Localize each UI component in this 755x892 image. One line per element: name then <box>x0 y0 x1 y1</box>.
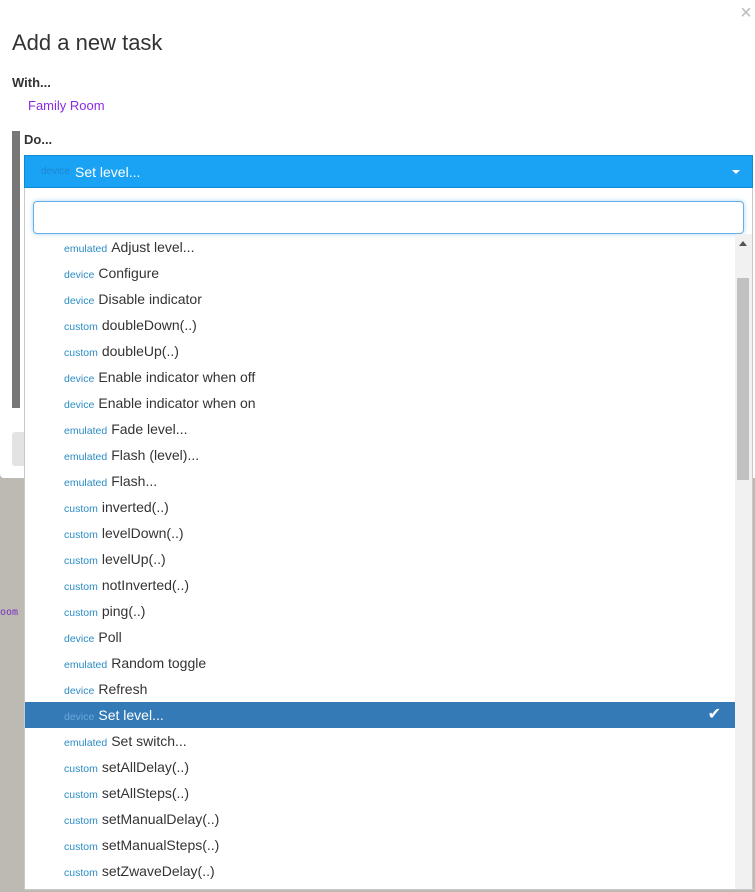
option-label: levelDown(..) <box>101 525 184 541</box>
footer-button[interactable] <box>12 432 26 466</box>
option-category: emulated <box>64 425 108 437</box>
option-label: Configure <box>98 265 160 281</box>
option-label: Poll <box>98 629 122 645</box>
option-category: device <box>64 685 95 697</box>
option-label: ping(..) <box>101 603 146 619</box>
action-select[interactable]: device Set level... <box>24 155 753 188</box>
option-label: notInverted(..) <box>101 577 189 593</box>
option-category: custom <box>64 763 98 775</box>
option-label: Enable indicator when off <box>98 369 256 385</box>
option-category: custom <box>64 503 98 515</box>
background-code-snippet: oom F <box>0 607 31 618</box>
with-label: With... <box>12 75 51 90</box>
option-category: custom <box>64 789 98 801</box>
option-category: custom <box>64 607 98 619</box>
modal-title: Add a new task <box>12 30 163 55</box>
option-category: custom <box>64 347 98 359</box>
option-category: custom <box>64 867 98 879</box>
select-category: device <box>41 166 70 177</box>
option-label: Adjust level... <box>111 239 195 255</box>
option-label: setAllDelay(..) <box>101 759 189 775</box>
option-category: emulated <box>64 243 108 255</box>
option-category: emulated <box>64 477 108 489</box>
option-category: device <box>64 633 95 645</box>
option-category: custom <box>64 581 98 593</box>
option-category: custom <box>64 555 98 567</box>
option-label: Set level... <box>98 707 164 723</box>
option-category: custom <box>64 529 98 541</box>
option-label: levelUp(..) <box>101 551 166 567</box>
scroll-thumb[interactable] <box>737 278 749 480</box>
scrollbar[interactable] <box>735 234 752 889</box>
search-input[interactable] <box>33 201 744 234</box>
option-category: device <box>64 295 95 307</box>
option-label: Flash... <box>111 473 158 489</box>
option-category: custom <box>64 321 98 333</box>
option-label: setManualSteps(..) <box>101 837 220 853</box>
option-label: doubleDown(..) <box>101 317 197 333</box>
do-label: Do... <box>24 132 53 147</box>
option-label: doubleUp(..) <box>101 343 179 359</box>
option-label: Fade level... <box>111 421 188 437</box>
option-label: Set switch... <box>111 733 187 749</box>
option-category: device <box>64 711 95 723</box>
option-label: Refresh <box>98 681 148 697</box>
option-category: custom <box>64 841 98 853</box>
scroll-up-arrow-icon[interactable] <box>739 241 747 246</box>
option-category: emulated <box>64 659 108 671</box>
checkmark-icon: ✔ <box>707 706 721 723</box>
task-group-bar <box>12 131 20 408</box>
close-icon[interactable]: × <box>740 2 752 24</box>
caret-down-icon <box>732 170 740 174</box>
option-label: setAllSteps(..) <box>101 785 189 801</box>
option-label: Enable indicator when on <box>98 395 256 411</box>
option-category: emulated <box>64 737 108 749</box>
select-value: Set level... <box>75 164 141 180</box>
option-category: custom <box>64 815 98 827</box>
option-label: Disable indicator <box>98 291 202 307</box>
option-category: device <box>64 399 95 411</box>
option-label: inverted(..) <box>101 499 169 515</box>
option-label: Flash (level)... <box>111 447 200 463</box>
option-category: device <box>64 269 95 281</box>
option-label: setZwaveDelay(..) <box>101 863 215 879</box>
option-label: Random toggle <box>111 655 207 671</box>
option-category: device <box>64 373 95 385</box>
option-label: setManualDelay(..) <box>101 811 220 827</box>
device-family-room-link[interactable]: Family Room <box>28 98 105 113</box>
option-category: emulated <box>64 451 108 463</box>
